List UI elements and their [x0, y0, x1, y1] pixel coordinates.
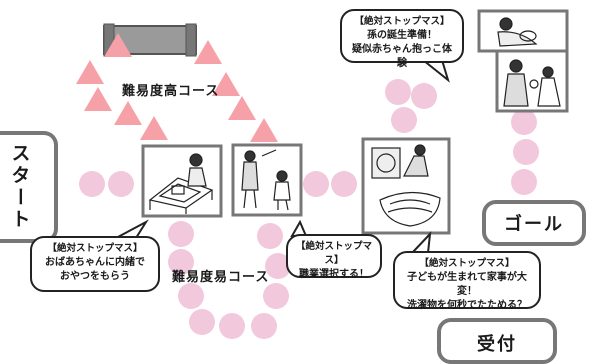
circle-space — [513, 139, 539, 165]
circle-space — [189, 309, 215, 335]
bubble-line: おやつをもらう — [60, 271, 130, 282]
circle-space — [265, 253, 291, 279]
bubble-line: 洗濯物を何秒でたためる？ — [407, 300, 527, 311]
circle-space — [411, 83, 437, 109]
reception-label: 受付 — [477, 334, 517, 355]
triangle-space — [250, 118, 278, 142]
hard-course-triangles — [76, 33, 278, 142]
triangle-space — [212, 72, 240, 96]
photo-frame-baby — [477, 9, 569, 53]
bubble-line: 疑似赤ちゃん抱っこ体験 — [352, 44, 452, 69]
goal-label: ゴール — [504, 214, 564, 235]
job-selection-illustration — [241, 149, 291, 211]
circle-space — [168, 249, 194, 275]
baby-holding-illustration — [497, 17, 538, 47]
triangle-space — [194, 40, 222, 64]
triangle-space — [140, 116, 168, 140]
stop-tag: 【絶対ストップマス】 — [47, 243, 143, 254]
start-label: スタート — [8, 143, 31, 231]
circle-space — [219, 313, 245, 339]
hard-course-label: 難易度高コース — [122, 84, 220, 99]
photo-frame-grandma — [141, 144, 223, 218]
circle-space — [511, 109, 537, 135]
triangle-space — [84, 87, 112, 111]
circle-space — [168, 221, 194, 247]
circle-space — [391, 107, 417, 133]
family-illustration — [503, 59, 561, 107]
goal-box: ゴール — [482, 200, 586, 246]
stop-tag: 【絶対ストップマス】 — [295, 241, 372, 266]
reception-box: 受付 — [437, 318, 557, 364]
circle-space — [178, 283, 204, 309]
stop-bubble-grandma: 【絶対ストップマス】 おばあちゃんに内緒で おやつをもらう — [30, 236, 160, 292]
start-box: スタート — [0, 131, 58, 243]
path-circles — [79, 79, 539, 339]
bubble-line: 職業選択する！ — [299, 269, 369, 280]
stop-bubble-job: 【絶対ストップマス】 職業選択する！ — [286, 234, 382, 280]
stop-bubble-grandchild: 【絶対ストップマス】 孫の誕生準備！ 疑似赤ちゃん抱っこ体験 — [340, 9, 464, 69]
laundry-illustration — [371, 144, 441, 227]
circle-space — [511, 169, 537, 195]
bubble-line: 子どもが生まれて家事が大変！ — [407, 272, 527, 297]
circle-space — [251, 313, 277, 339]
circle-space — [257, 223, 283, 249]
triangle-space — [114, 101, 142, 125]
circle-space — [263, 283, 289, 309]
photo-frame-family — [495, 49, 569, 113]
grandma-snack-illustration — [148, 153, 214, 214]
stop-tag: 【絶対ストップマス】 — [354, 16, 450, 27]
photo-frame-laundry — [361, 137, 451, 235]
bubble-line: 孫の誕生準備！ — [367, 30, 437, 41]
triangle-space — [228, 96, 256, 120]
stop-bubble-housework: 【絶対ストップマス】 子どもが生まれて家事が大変！ 洗濯物を何秒でたためる？ — [393, 251, 541, 311]
triangle-space — [76, 60, 104, 84]
circle-space — [303, 171, 329, 197]
circle-space — [331, 171, 357, 197]
circle-space — [79, 171, 105, 197]
circle-space — [385, 79, 411, 105]
bubble-line: おばあちゃんに内緒で — [45, 257, 145, 268]
stop-tag: 【絶対ストップマス】 — [419, 258, 515, 269]
photo-frame-job — [231, 143, 303, 217]
circle-space — [108, 171, 134, 197]
triangle-space — [104, 33, 132, 57]
easy-course-label: 難易度易コース — [172, 270, 270, 285]
